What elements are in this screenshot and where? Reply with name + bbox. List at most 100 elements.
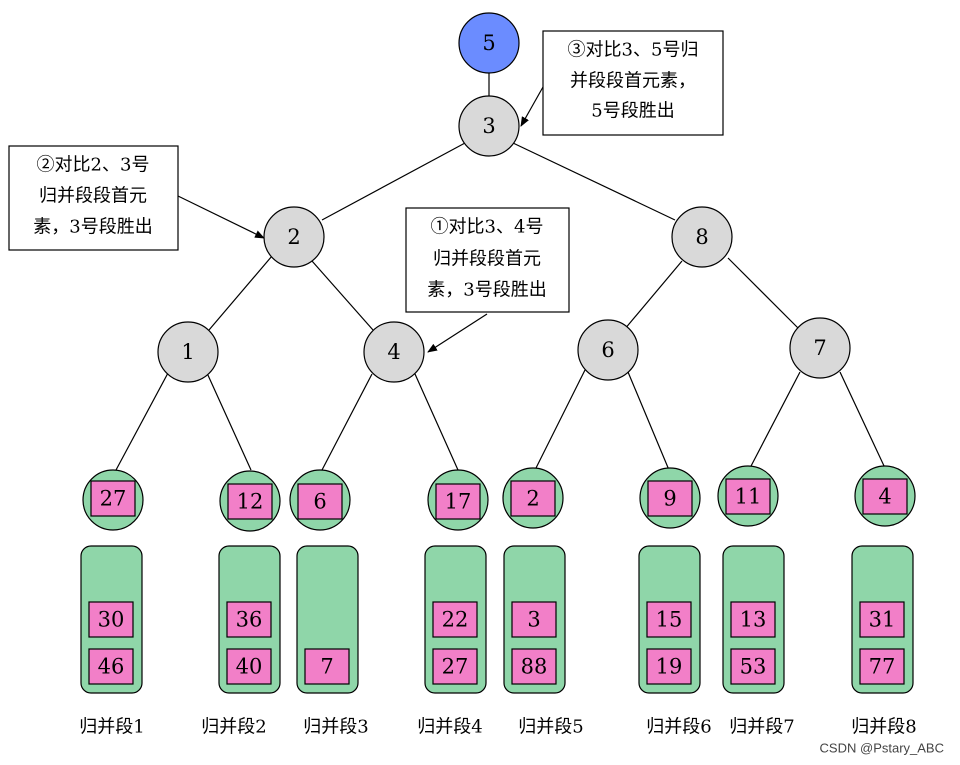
segment-label-5: 归并段5 — [518, 717, 583, 738]
merge-segment-1: 30 46 — [80, 545, 143, 694]
element-value: 9 — [663, 487, 676, 511]
annotation-arrows — [177, 86, 544, 353]
edge-6-seg6 — [627, 371, 670, 471]
leaf-head-seg6: 9 — [639, 467, 701, 529]
arrow-a2 — [177, 195, 265, 239]
leaf-head-seg3: 6 — [289, 469, 351, 531]
leaf-head-seg1: 27 — [82, 469, 144, 531]
element-box — [862, 478, 908, 515]
element-box — [88, 648, 134, 685]
edge-8-6 — [623, 260, 683, 331]
tree-node-7: 7 — [789, 317, 851, 379]
element-box — [511, 648, 557, 685]
merge-segment-2: 36 40 — [218, 545, 281, 694]
segment-label-3: 归并段3 — [303, 717, 368, 738]
element-box — [432, 648, 478, 685]
edge-3-2 — [321, 142, 466, 221]
merge-segment-7: 13 53 — [722, 545, 785, 694]
element-box — [226, 601, 272, 638]
element-value: 31 — [869, 608, 896, 632]
merge-segment-6: 15 19 — [638, 545, 701, 694]
element-value: 15 — [656, 608, 683, 632]
annotation-line: 5号段胜出 — [591, 101, 674, 122]
element-box — [859, 648, 905, 685]
node-circle — [671, 206, 733, 268]
element-value: 27 — [442, 655, 469, 679]
annotation-line: ③对比3、5号归 — [568, 40, 699, 61]
tree-node-3: 3 — [458, 95, 520, 157]
edge-7-seg8 — [839, 371, 886, 469]
element-box — [730, 648, 776, 685]
edge-2-1 — [208, 255, 273, 331]
merge-segment-3: 7 — [296, 545, 359, 694]
element-box — [90, 480, 136, 517]
element-box — [88, 601, 134, 638]
leaf-heads: 27 12 6 17 2 9 11 — [82, 465, 916, 532]
edge-7-seg7 — [749, 371, 801, 469]
annotation-box — [405, 207, 570, 313]
segment-label-1: 归并段1 — [79, 717, 144, 738]
element-value: 77 — [869, 655, 896, 679]
element-box — [730, 601, 776, 638]
annotation-line: 归并段段首元 — [39, 186, 147, 207]
node-label: 1 — [181, 340, 194, 364]
merge-segment-5: 3 88 — [503, 545, 566, 694]
annotation-line: 归并段段首元 — [433, 249, 541, 270]
leaf-head-seg8: 4 — [854, 465, 916, 527]
element-box — [297, 483, 343, 520]
edge-3-8 — [512, 142, 676, 221]
edge-2-4 — [311, 260, 374, 331]
element-value: 88 — [521, 655, 548, 679]
element-value: 22 — [442, 608, 469, 632]
element-value: 4 — [878, 485, 891, 509]
node-label: 7 — [813, 336, 826, 360]
leaf-head-seg2: 12 — [219, 470, 281, 532]
tree-node-1: 1 — [157, 321, 219, 383]
arrow-a1 — [427, 313, 488, 353]
leaf-head-seg7: 11 — [717, 465, 779, 527]
arrow-a3 — [520, 86, 544, 127]
node-label: 2 — [287, 225, 300, 249]
node-label: 3 — [482, 114, 495, 138]
element-value: 12 — [237, 490, 264, 514]
tree-node-4: 4 — [363, 321, 425, 383]
annotation-line: 素，3号段胜出 — [33, 217, 152, 238]
node-label: 8 — [695, 225, 708, 249]
element-box — [510, 480, 556, 517]
node-circle — [263, 206, 325, 268]
node-circle — [157, 321, 219, 383]
segment-label-8: 归并段8 — [851, 717, 916, 738]
merge-segment-4: 22 27 — [424, 545, 487, 694]
node-label: 5 — [482, 31, 495, 55]
tree-node-root: 5 — [458, 12, 520, 74]
element-box — [304, 648, 350, 685]
element-value: 11 — [735, 485, 762, 509]
element-box — [646, 601, 692, 638]
element-value: 53 — [740, 655, 767, 679]
node-label: 4 — [387, 340, 400, 364]
annotation-line: ①对比3、4号 — [431, 217, 544, 238]
merge-segment-8: 31 77 — [851, 545, 914, 694]
tree-node-8: 8 — [671, 206, 733, 268]
watermark: CSDN @Pstary_ABC — [820, 741, 944, 756]
element-box — [859, 601, 905, 638]
element-box — [725, 478, 771, 515]
element-value: 36 — [236, 608, 263, 632]
element-box — [226, 648, 272, 685]
element-value: 46 — [98, 655, 125, 679]
element-box — [646, 648, 692, 685]
leaf-head-seg5: 2 — [502, 467, 564, 529]
annotation-box — [542, 30, 724, 136]
node-label: 6 — [601, 338, 614, 362]
merge-segments: 30 46 36 40 7 22 27 3 88 — [80, 545, 914, 694]
segment-label-7: 归并段7 — [729, 717, 794, 738]
node-circle — [363, 321, 425, 383]
element-value: 2 — [526, 487, 539, 511]
element-value: 40 — [236, 655, 263, 679]
tree-nodes: 5 3 2 8 1 4 6 7 — [157, 12, 851, 383]
segment-labels: 归并段1 归并段2 归并段3 归并段4 归并段5 归并段6 归并段7 归并段8 — [79, 717, 916, 738]
node-circle — [458, 95, 520, 157]
edge-8-7 — [727, 257, 801, 331]
annotation-line: ②对比2、3号 — [37, 155, 150, 176]
element-box — [435, 483, 481, 520]
